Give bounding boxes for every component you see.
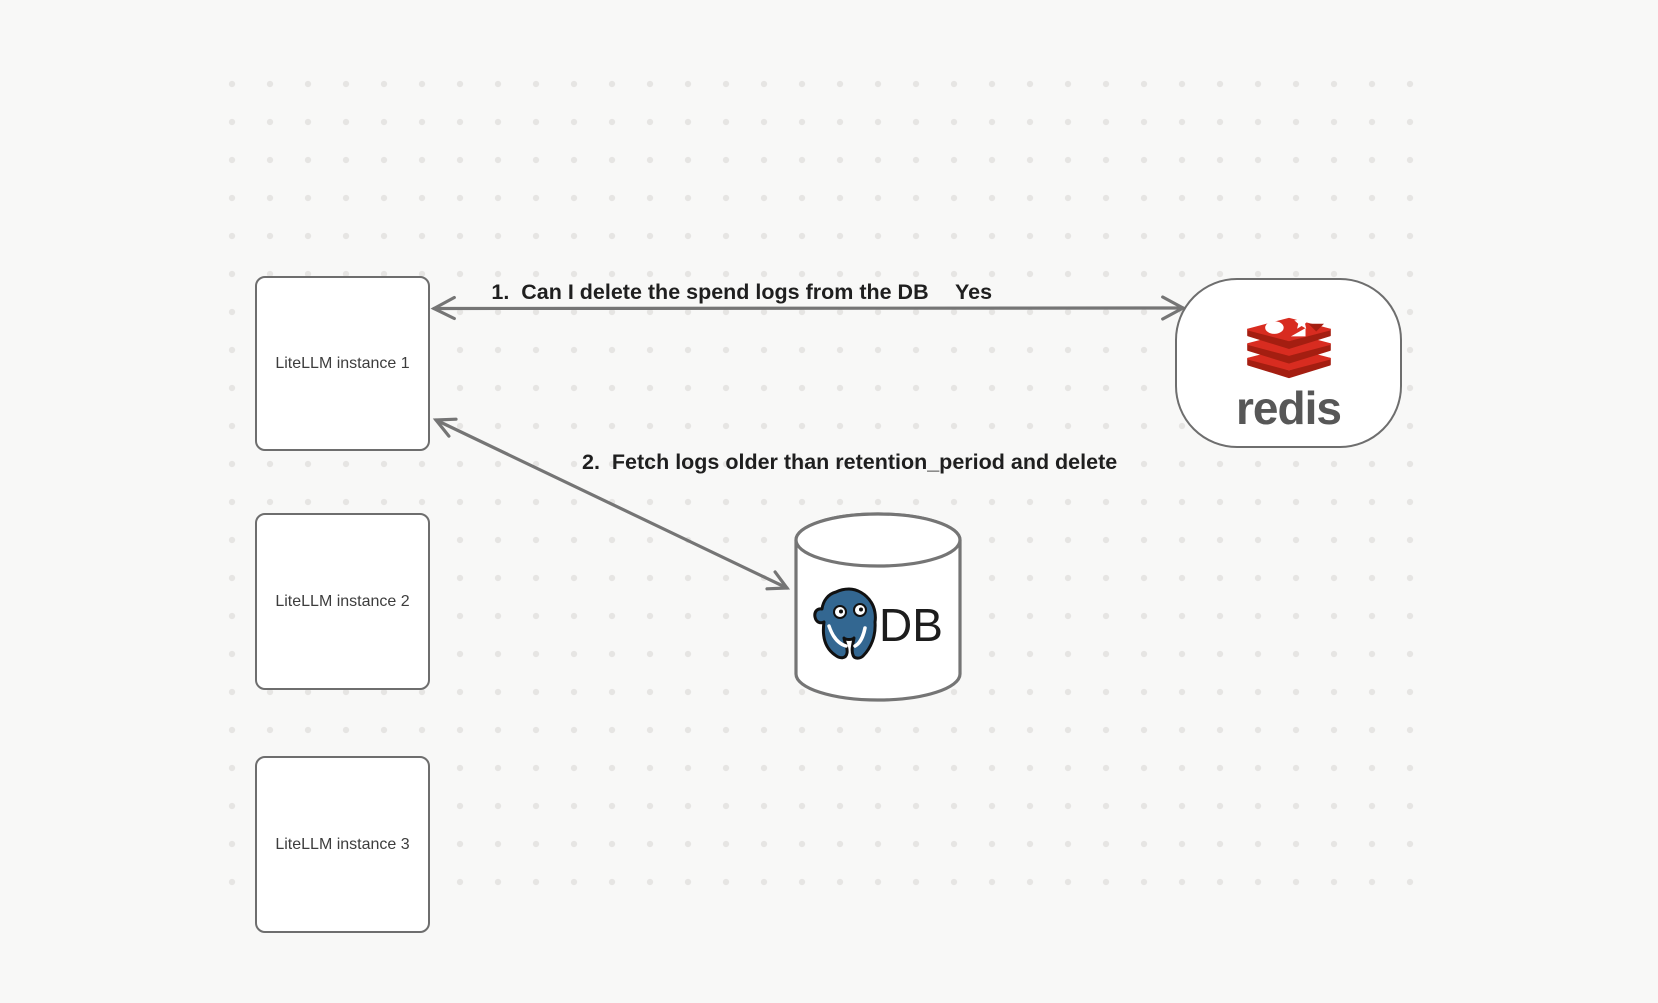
postgresql-logo-icon <box>813 587 877 660</box>
edge1-label[interactable]: 1. Can I delete the spend logs from the … <box>491 280 929 304</box>
dot-grid-background <box>213 65 1417 889</box>
node-db-label: DB <box>879 599 943 651</box>
node-litellm-instance-3[interactable]: LiteLLM instance 3 <box>255 756 430 933</box>
node-litellm-instance-1[interactable]: LiteLLM instance 1 <box>255 276 430 451</box>
node-db-content: DB <box>790 510 966 706</box>
redis-logo-icon <box>1246 314 1331 379</box>
node-litellm-instance-2[interactable]: LiteLLM instance 2 <box>255 513 430 690</box>
node-redis-wordmark: redis <box>1236 382 1342 434</box>
node-litellm-instance-1-label: LiteLLM instance 1 <box>275 354 410 372</box>
node-litellm-instance-2-label: LiteLLM instance 2 <box>275 592 410 610</box>
edge2-label[interactable]: 2. Fetch logs older than retention_perio… <box>582 450 1118 474</box>
edge1-response-label[interactable]: Yes <box>955 280 993 304</box>
node-redis[interactable]: redis <box>1175 278 1402 448</box>
node-litellm-instance-3-label: LiteLLM instance 3 <box>275 835 410 853</box>
